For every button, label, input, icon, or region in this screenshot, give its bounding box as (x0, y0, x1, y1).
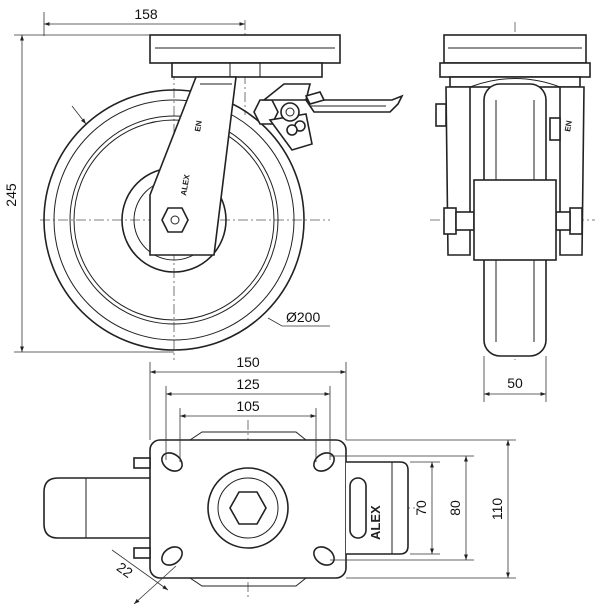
wheel-front (473, 83, 557, 357)
top-plate-front (443, 34, 587, 64)
fork-marking-1: EN (193, 120, 204, 133)
mounting-slot-br (313, 546, 335, 566)
brake-pedal-top: ALEX (346, 461, 409, 555)
mounting-slot-bl (161, 546, 183, 566)
height-label: 245 (3, 183, 19, 207)
plate-length-label: 110 (489, 498, 505, 521)
axle-nut-side (161, 207, 189, 233)
vertical-70-label: 70 (413, 500, 429, 516)
front-view: EN 50 (430, 22, 595, 402)
hole-spacing-inner-label: 105 (236, 398, 260, 414)
hole-spacing-outer-label: 125 (236, 376, 260, 392)
side-view: EN ALEX Ø200 158 245 (3, 6, 404, 360)
wheel-side (43, 89, 305, 351)
fork-front: EN (435, 78, 585, 256)
wheel-top (43, 477, 150, 539)
wheel-diameter-label: Ø200 (286, 309, 320, 325)
mounting-slot-tl (161, 452, 183, 472)
slot-width-label: 22 (114, 559, 136, 581)
top-plate-side (149, 34, 341, 78)
top-width-label: 158 (134, 6, 158, 22)
fork-leg-side: EN ALEX (149, 76, 237, 256)
kingpin-nut (229, 491, 267, 525)
fork-front-marking: EN (563, 120, 574, 133)
wheel-width-label: 50 (507, 375, 523, 391)
plate-width-label: 150 (236, 354, 260, 370)
fork-marking-2: ALEX (179, 173, 192, 196)
vertical-80-label: 80 (447, 500, 463, 516)
pedal-brand-label: ALEX (368, 505, 383, 540)
top-view: ALEX 150 125 (43, 354, 516, 605)
brake-mechanism (253, 83, 404, 151)
